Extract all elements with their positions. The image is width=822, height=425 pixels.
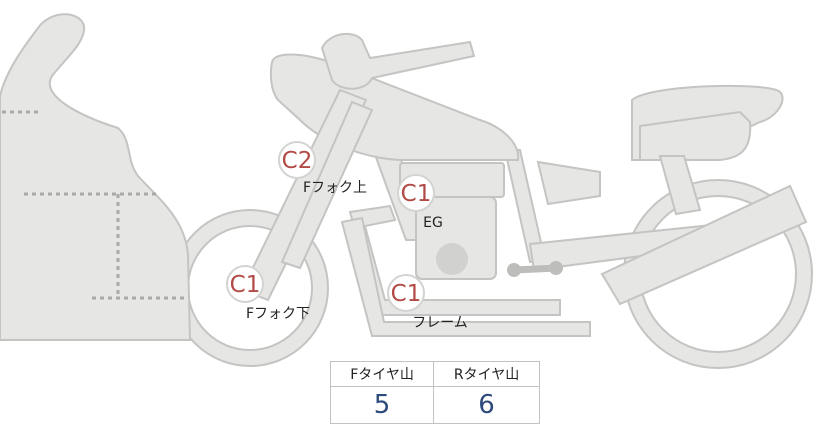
swingarm-exhaust [507, 184, 808, 306]
front-fork [240, 32, 476, 302]
part-marker-engine: C1 EG [397, 174, 443, 231]
fork-lower-code: C1 [230, 272, 261, 298]
fork-upper-code: C2 [282, 148, 313, 174]
rear-tire-header: Rタイヤ山 [433, 361, 540, 387]
front-cowl [0, 13, 192, 341]
front-tire-value: 5 [329, 386, 435, 424]
rear-tire-value: 6 [433, 386, 540, 424]
frame-code: C1 [391, 281, 422, 307]
tire-tread-table: Fタイヤ山 Rタイヤ山 5 6 [329, 361, 540, 424]
part-marker-fork-lower: C1 Fフォク下 [226, 265, 310, 322]
seat-tail [631, 84, 784, 216]
engine-label: EG [423, 215, 443, 231]
part-marker-fork-upper: C2 Fフォク上 [278, 141, 367, 196]
frame-label: フレーム [412, 315, 468, 331]
part-marker-frame: C1 フレーム [387, 274, 468, 331]
fork-lower-label: Fフォク下 [246, 306, 310, 322]
engine-code: C1 [401, 181, 432, 207]
front-tire-header: Fタイヤ山 [329, 361, 435, 387]
fork-upper-label: Fフォク上 [303, 180, 367, 196]
